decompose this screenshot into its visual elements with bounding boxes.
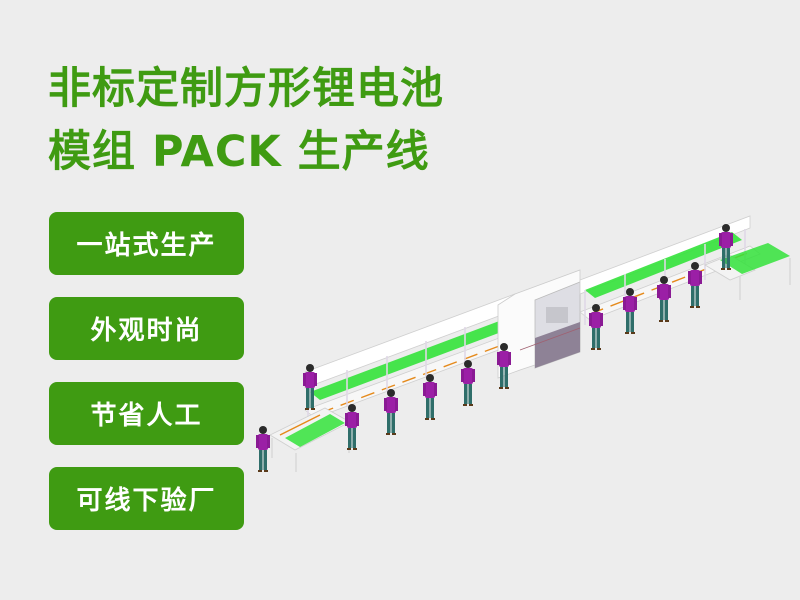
feature-badge-factory-visit: 可线下验厂 xyxy=(49,467,244,530)
feature-badge-labor-saving: 节省人工 xyxy=(49,382,244,445)
headline: 非标定制方形锂电池 模组 PACK 生产线 xyxy=(48,58,444,184)
production-line-icon xyxy=(256,215,791,472)
feature-badge-stylish: 外观时尚 xyxy=(49,297,244,360)
feature-badge-one-stop: 一站式生产 xyxy=(49,212,244,275)
assembly-line-illustration xyxy=(250,210,800,500)
headline-line-1: 非标定制方形锂电池 xyxy=(48,64,444,114)
headline-line-2: 模组 PACK 生产线 xyxy=(48,127,430,177)
